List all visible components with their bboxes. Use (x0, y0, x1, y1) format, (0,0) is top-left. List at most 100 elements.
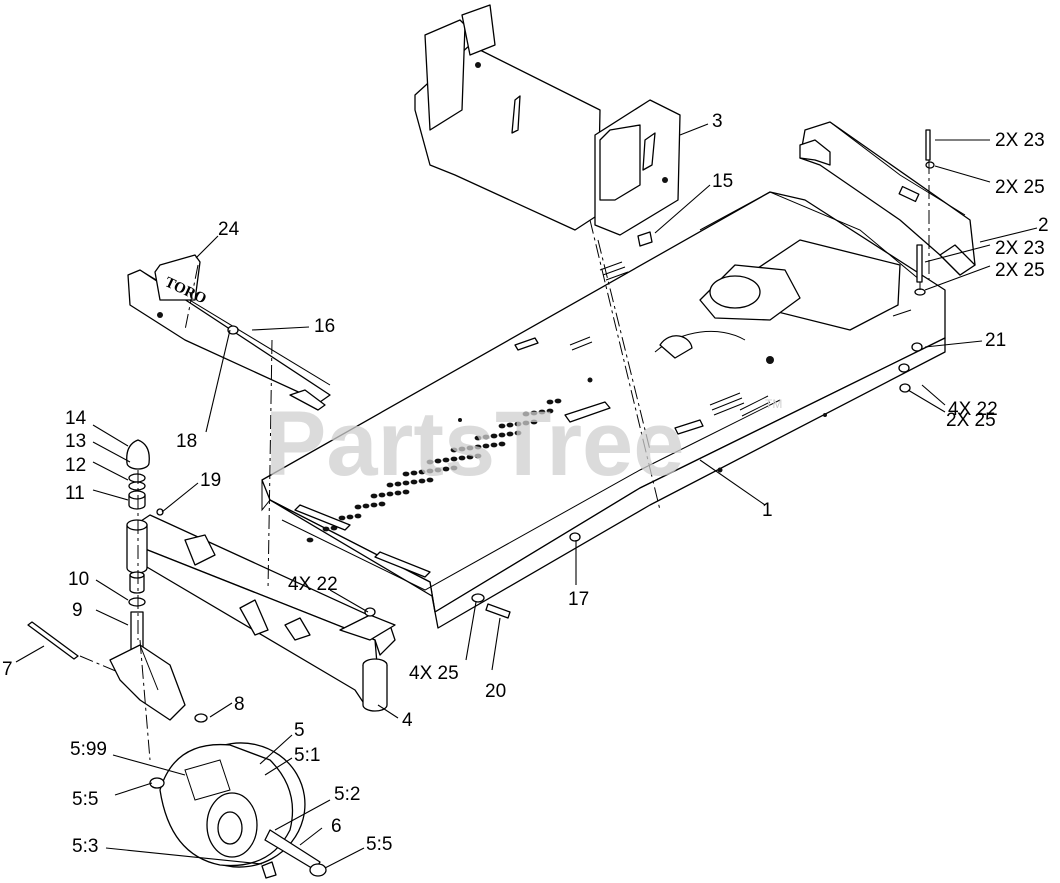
platform-hole (386, 482, 394, 488)
platform-hole (458, 455, 466, 461)
callout-11: 11 (65, 483, 85, 504)
platform-hole (506, 422, 514, 428)
callout-17: 17 (568, 589, 589, 610)
callout-5: 5 (294, 720, 305, 741)
callout-9: 9 (72, 600, 83, 621)
platform-hole (450, 447, 458, 453)
callout-2x23-top: 2X 23 (995, 130, 1045, 151)
platform-hole (386, 491, 394, 497)
platform-hole (538, 409, 546, 415)
platform-hole (370, 502, 378, 508)
platform-hole (522, 420, 530, 426)
platform-hole (418, 469, 426, 475)
platform-hole (442, 466, 450, 472)
platform-hole (434, 467, 442, 473)
foot-platform-holes (306, 398, 562, 543)
callout-5-5-left: 5:5 (72, 789, 98, 810)
platform-hole (482, 443, 490, 449)
platform-hole (402, 489, 410, 495)
platform-hole (546, 399, 554, 405)
callout-2x25-rear: 2X 25 (946, 410, 996, 431)
callout-20: 20 (485, 681, 506, 702)
callout-labels: 1 2 3 4 5 6 7 8 9 10 11 12 13 14 15 16 1… (2, 111, 1049, 857)
caster-wheel (149, 742, 327, 879)
platform-hole (474, 444, 482, 450)
platform-hole (426, 477, 434, 483)
callout-2x25-mid: 2X 25 (995, 260, 1045, 281)
platform-hole (306, 537, 314, 543)
platform-hole (402, 471, 410, 477)
platform-hole (546, 408, 554, 414)
callout-19: 19 (200, 470, 221, 491)
callout-4: 4 (402, 710, 413, 731)
callout-7: 7 (2, 659, 13, 680)
platform-hole (426, 468, 434, 474)
callout-12: 12 (65, 455, 86, 476)
platform-hole (474, 453, 482, 459)
platform-hole (458, 446, 466, 452)
platform-hole (322, 526, 330, 532)
callout-16: 16 (314, 316, 335, 337)
platform-hole (394, 490, 402, 496)
platform-hole (466, 454, 474, 460)
platform-hole (530, 410, 538, 416)
platform-hole (418, 478, 426, 484)
platform-hole (522, 411, 530, 417)
platform-hole (498, 441, 506, 447)
caster-spindle-stack (109, 439, 208, 723)
platform-hole (474, 435, 482, 441)
watermark: PartsTree (265, 393, 684, 495)
platform-hole (514, 430, 522, 436)
platform-hole (410, 470, 418, 476)
callout-18: 18 (176, 431, 197, 452)
callout-2x23-mid: 2X 23 (995, 238, 1045, 259)
platform-hole (466, 445, 474, 451)
platform-hole (490, 433, 498, 439)
front-axle-bracket (134, 514, 396, 712)
platform-hole (354, 513, 362, 519)
platform-hole (442, 457, 450, 463)
platform-hole (450, 465, 458, 471)
callout-5-99: 5:99 (70, 739, 107, 760)
platform-hole (434, 458, 442, 464)
callout-1: 1 (762, 500, 773, 521)
callout-3: 3 (712, 111, 723, 132)
platform-hole (506, 431, 514, 437)
callout-5-2: 5:2 (334, 784, 360, 805)
callout-13: 13 (65, 431, 86, 452)
platform-hole (338, 515, 346, 521)
leader-lines (15, 123, 1038, 869)
platform-hole (354, 504, 362, 510)
platform-hole (410, 479, 418, 485)
platform-hole (554, 398, 562, 404)
platform-hole (498, 423, 506, 429)
seat-mount-bracket (414, 4, 681, 236)
callout-10: 10 (68, 569, 89, 590)
main-frame (261, 191, 946, 629)
callout-5-3: 5:3 (72, 836, 98, 857)
callout-4x22-front: 4X 22 (288, 574, 338, 595)
platform-hole (450, 456, 458, 462)
platform-hole (490, 442, 498, 448)
axle-bolt (27, 621, 79, 660)
hardware (156, 129, 935, 619)
callout-5-5-right: 5:5 (366, 834, 392, 855)
platform-hole (482, 434, 490, 440)
callout-15: 15 (712, 171, 733, 192)
callout-4x25: 4X 25 (409, 663, 459, 684)
platform-hole (498, 432, 506, 438)
callout-5-1: 5:1 (294, 745, 320, 766)
callout-2x25-top: 2X 25 (995, 177, 1045, 198)
platform-hole (514, 421, 522, 427)
platform-hole (378, 492, 386, 498)
platform-hole (426, 459, 434, 465)
callout-6: 6 (331, 816, 342, 837)
watermark-trademark: TM (765, 397, 782, 411)
rear-bumper (799, 121, 976, 276)
callout-21: 21 (985, 330, 1006, 351)
platform-hole (530, 419, 538, 425)
callout-14: 14 (65, 408, 87, 429)
platform-hole (394, 481, 402, 487)
toro-decal: TORO (154, 254, 209, 307)
